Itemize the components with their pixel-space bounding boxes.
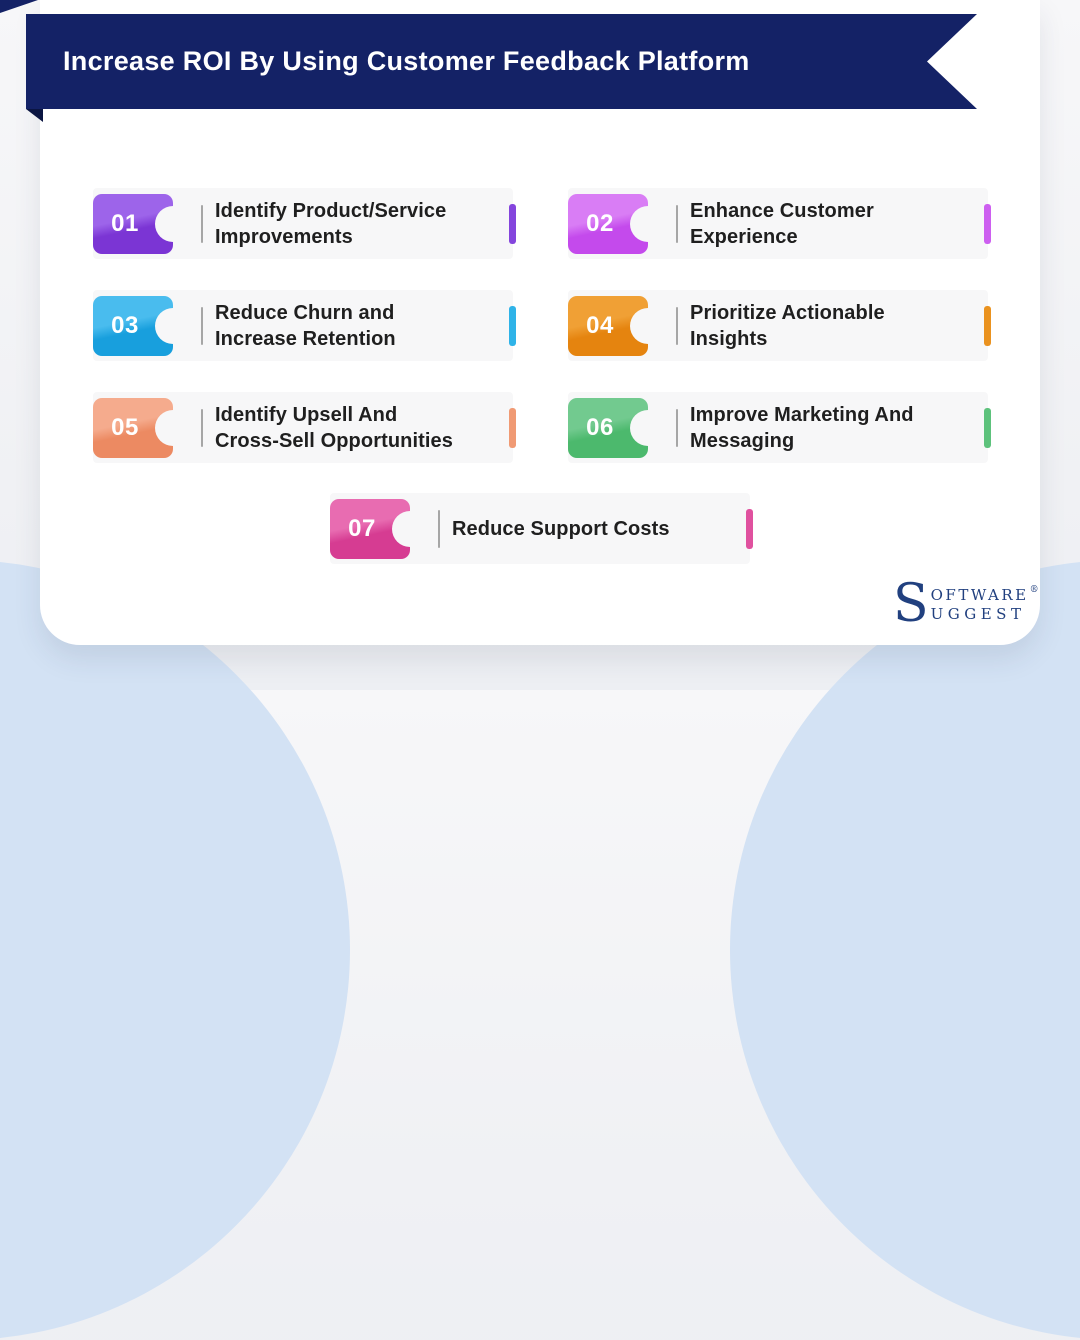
- card-accent-bar: [984, 203, 991, 244]
- card-number: 02: [586, 209, 614, 237]
- card-number: 05: [111, 413, 139, 441]
- card-number: 04: [586, 311, 614, 339]
- card-divider: [438, 509, 440, 548]
- card-divider: [201, 306, 203, 345]
- logo-word-top: OFTWARE®: [930, 585, 1042, 605]
- card-accent-bar: [509, 203, 516, 244]
- card-number-badge: 07: [330, 498, 428, 559]
- card-divider: [201, 408, 203, 447]
- logo-words: OFTWARE® UGGEST: [931, 582, 1041, 624]
- card-number-badge: 04: [568, 295, 666, 356]
- card-number-badge: 03: [93, 295, 191, 356]
- softwaresuggest-logo: S OFTWARE® UGGEST: [893, 574, 1041, 634]
- badge-notch: [630, 409, 666, 446]
- card-label: Reduce Support Costs: [452, 517, 670, 540]
- card-number-badge: 06: [568, 397, 666, 458]
- card-label: Prioritize Actionable Insights: [690, 301, 885, 350]
- decor-corner-triangle: [0, 0, 38, 13]
- page-title: Increase ROI By Using Customer Feedback …: [63, 46, 750, 76]
- card-number: 06: [586, 413, 614, 441]
- benefit-card-03: 03 Reduce Churn and Increase Retention: [93, 290, 516, 361]
- registered-mark: ®: [1029, 585, 1042, 595]
- benefit-card-06: 06 Improve Marketing And Messaging: [568, 392, 991, 463]
- benefit-card-01: 01 Identify Product/Service Improvements: [93, 188, 516, 259]
- card-accent-bar: [509, 305, 516, 346]
- badge-notch: [155, 409, 191, 446]
- card-accent-bar: [984, 407, 991, 448]
- card-number-badge: 02: [568, 193, 666, 254]
- card-label: Identify Upsell And Cross-Sell Opportuni…: [215, 403, 453, 452]
- card-number: 01: [111, 209, 139, 237]
- benefit-card-05: 05 Identify Upsell And Cross-Sell Opport…: [93, 392, 516, 463]
- badge-notch: [630, 205, 666, 242]
- card-divider: [676, 408, 678, 447]
- card-number: 07: [348, 514, 376, 542]
- title-ribbon: Increase ROI By Using Customer Feedback …: [26, 14, 977, 109]
- logo-word-bottom: UGGEST: [930, 605, 1026, 623]
- badge-notch: [155, 205, 191, 242]
- badge-notch: [630, 307, 666, 344]
- card-number-badge: 05: [93, 397, 191, 458]
- logo-initial: S: [893, 574, 929, 634]
- card-label: Improve Marketing And Messaging: [690, 403, 914, 452]
- benefit-card-02: 02 Enhance Customer Experience: [568, 188, 991, 259]
- card-number: 03: [111, 311, 139, 339]
- card-label: Enhance Customer Experience: [690, 199, 874, 248]
- benefit-card-04: 04 Prioritize Actionable Insights: [568, 290, 991, 361]
- badge-notch: [392, 510, 428, 547]
- card-label: Reduce Churn and Increase Retention: [215, 301, 396, 350]
- card-accent-bar: [984, 305, 991, 346]
- card-number-badge: 01: [93, 193, 191, 254]
- card-label: Identify Product/Service Improvements: [215, 199, 447, 248]
- decor-blob-bottom-left: [0, 560, 350, 1340]
- card-divider: [676, 306, 678, 345]
- benefit-card-07: 07 Reduce Support Costs: [330, 493, 753, 564]
- card-divider: [201, 204, 203, 243]
- badge-notch: [155, 307, 191, 344]
- card-accent-bar: [509, 407, 516, 448]
- card-divider: [676, 204, 678, 243]
- card-accent-bar: [746, 508, 753, 549]
- decor-blob-bottom-right: [730, 560, 1080, 1340]
